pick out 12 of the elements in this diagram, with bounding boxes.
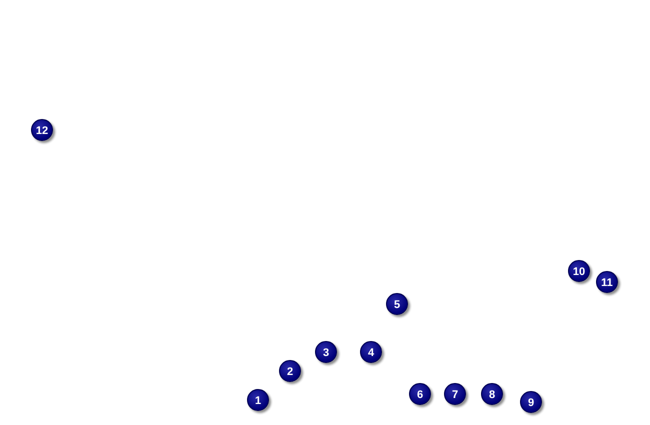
callout-number: 3 xyxy=(315,341,337,363)
callout-number: 4 xyxy=(360,341,382,363)
callout-number: 12 xyxy=(31,119,53,141)
callout-number: 2 xyxy=(279,360,301,382)
callout-number: 6 xyxy=(409,383,431,405)
callout-number: 9 xyxy=(520,391,542,413)
callout-number: 10 xyxy=(568,260,590,282)
callout-number: 8 xyxy=(481,383,503,405)
callout-number: 5 xyxy=(386,293,408,315)
callout-number: 1 xyxy=(247,389,269,411)
callout-number: 7 xyxy=(444,383,466,405)
callout-number: 11 xyxy=(596,271,618,293)
